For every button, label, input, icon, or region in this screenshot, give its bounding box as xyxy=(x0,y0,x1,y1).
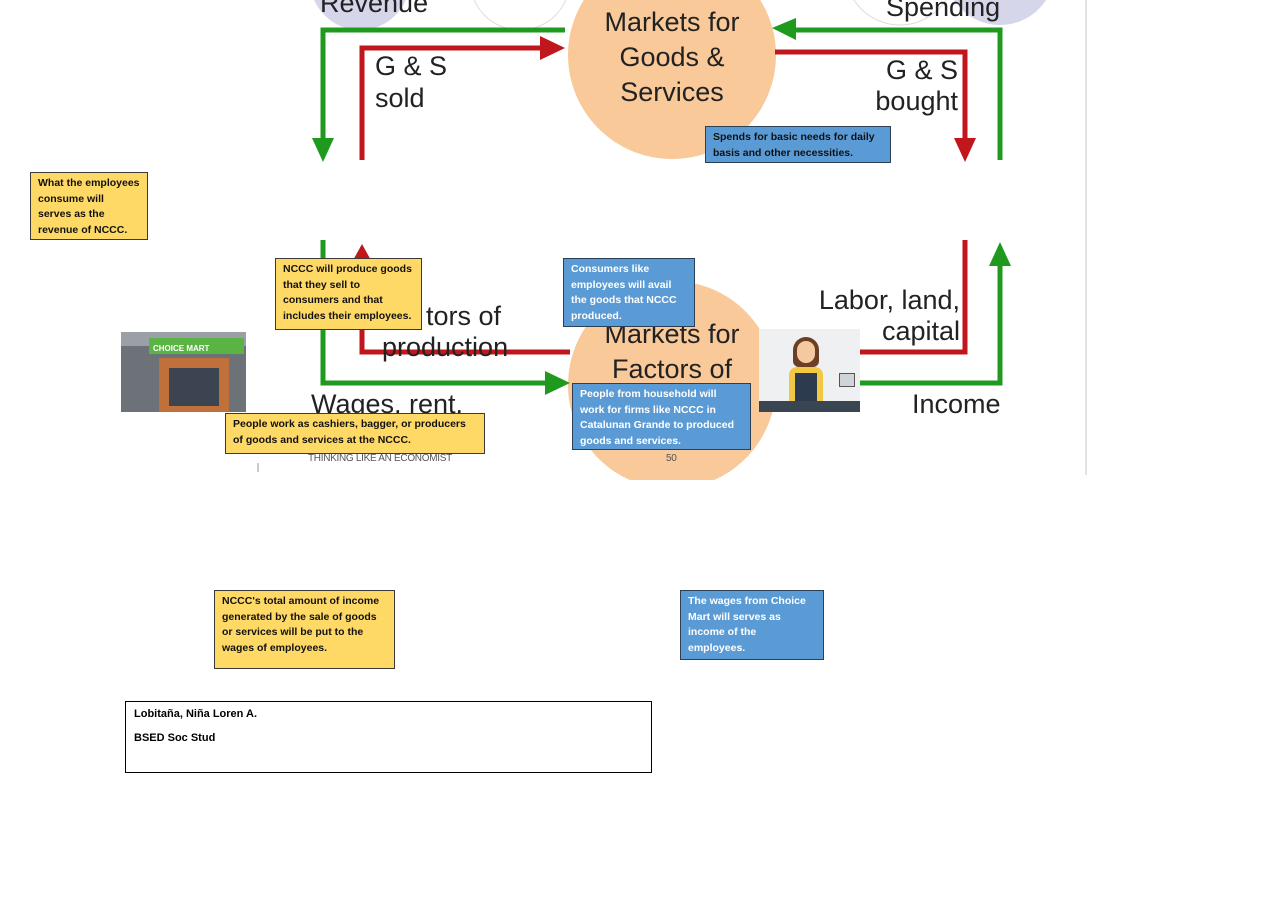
arrowhead-right xyxy=(545,371,570,395)
author-program: BSED Soc Stud xyxy=(134,732,216,744)
spending-arrow xyxy=(790,27,1003,160)
labor-arrow xyxy=(860,240,968,355)
cashier-apron xyxy=(795,373,817,403)
circle-outline xyxy=(853,0,947,26)
income-label: Income xyxy=(912,389,1001,419)
gs-bought-label: G & S bought xyxy=(840,55,958,117)
author-box: Lobitaña, Niña Loren A. BSED Soc Stud xyxy=(125,701,652,773)
labor-label: Labor, land, capital xyxy=(790,285,960,347)
household-circle xyxy=(314,0,406,30)
income-arrow xyxy=(860,260,1003,386)
gs-sold-label: G & S sold xyxy=(375,50,447,114)
goods-market-line: Services xyxy=(620,77,724,107)
note-consumers: Consumers like employees will avail the … xyxy=(563,258,695,327)
note-people-work: People work as cashiers, bagger, or prod… xyxy=(225,413,485,454)
circle-outline xyxy=(473,0,567,31)
labor-line: Labor, land, xyxy=(818,285,960,315)
factor-market-line: Factors of xyxy=(611,354,733,384)
gs-bought-line: bought xyxy=(875,86,958,116)
note-spends: Spends for basic needs for daily basis a… xyxy=(705,126,891,163)
arrowhead-down xyxy=(954,138,976,162)
note-household: People from household will work for firm… xyxy=(572,383,751,450)
gs-sold-line: sold xyxy=(375,83,425,113)
store-entrance xyxy=(169,368,219,406)
goods-market-label: Markets for Goods & Services xyxy=(572,5,772,110)
gs-sold-line: G & S xyxy=(375,51,448,81)
spending-label: Spending xyxy=(886,0,1001,22)
factors-left-line: production xyxy=(382,332,509,362)
firm-circle xyxy=(953,0,1047,25)
labor-line: capital xyxy=(881,316,960,346)
counter xyxy=(759,401,860,412)
gs-bought-arrow xyxy=(775,49,968,150)
revenue-label: Revenue xyxy=(320,0,429,18)
arrowhead-down xyxy=(312,138,334,162)
note-wages-income: The wages from Choice Mart will serves a… xyxy=(680,590,824,660)
footer-title: THINKING LIKE AN ECONOMIST xyxy=(308,453,452,464)
note-total-income: NCCC's total amount of income generated … xyxy=(214,590,395,669)
gs-bought-line: G & S xyxy=(885,55,958,85)
arrowhead-right xyxy=(540,36,565,60)
note-employees-consume: What the employees consume will serves a… xyxy=(30,172,148,240)
factors-left-line: tors of xyxy=(426,301,502,331)
factor-market-label: Markets for Factors of xyxy=(572,317,772,387)
goods-market-line: Goods & xyxy=(619,42,725,72)
goods-market-line: Markets for xyxy=(604,7,740,37)
store-sign: CHOICE MART xyxy=(149,338,244,354)
cashier-illustration xyxy=(759,329,860,412)
register-icon xyxy=(839,373,855,387)
page-number: 50 xyxy=(666,453,677,464)
note-nccc-produce: NCCC will produce goods that they sell t… xyxy=(275,258,422,330)
arrowhead-up xyxy=(989,242,1011,266)
choice-mart-photo: CHOICE MART xyxy=(121,332,246,412)
gs-sold-arrow xyxy=(359,45,545,160)
store-sign-text: CHOICE MART xyxy=(153,344,210,353)
factors-left-label: tors of production xyxy=(382,301,508,363)
arrowhead-left xyxy=(772,18,796,40)
cashier-face xyxy=(797,341,815,363)
revenue-arrow xyxy=(320,27,565,150)
goods-market-circle xyxy=(568,0,776,159)
author-name: Lobitaña, Niña Loren A. xyxy=(134,708,258,720)
